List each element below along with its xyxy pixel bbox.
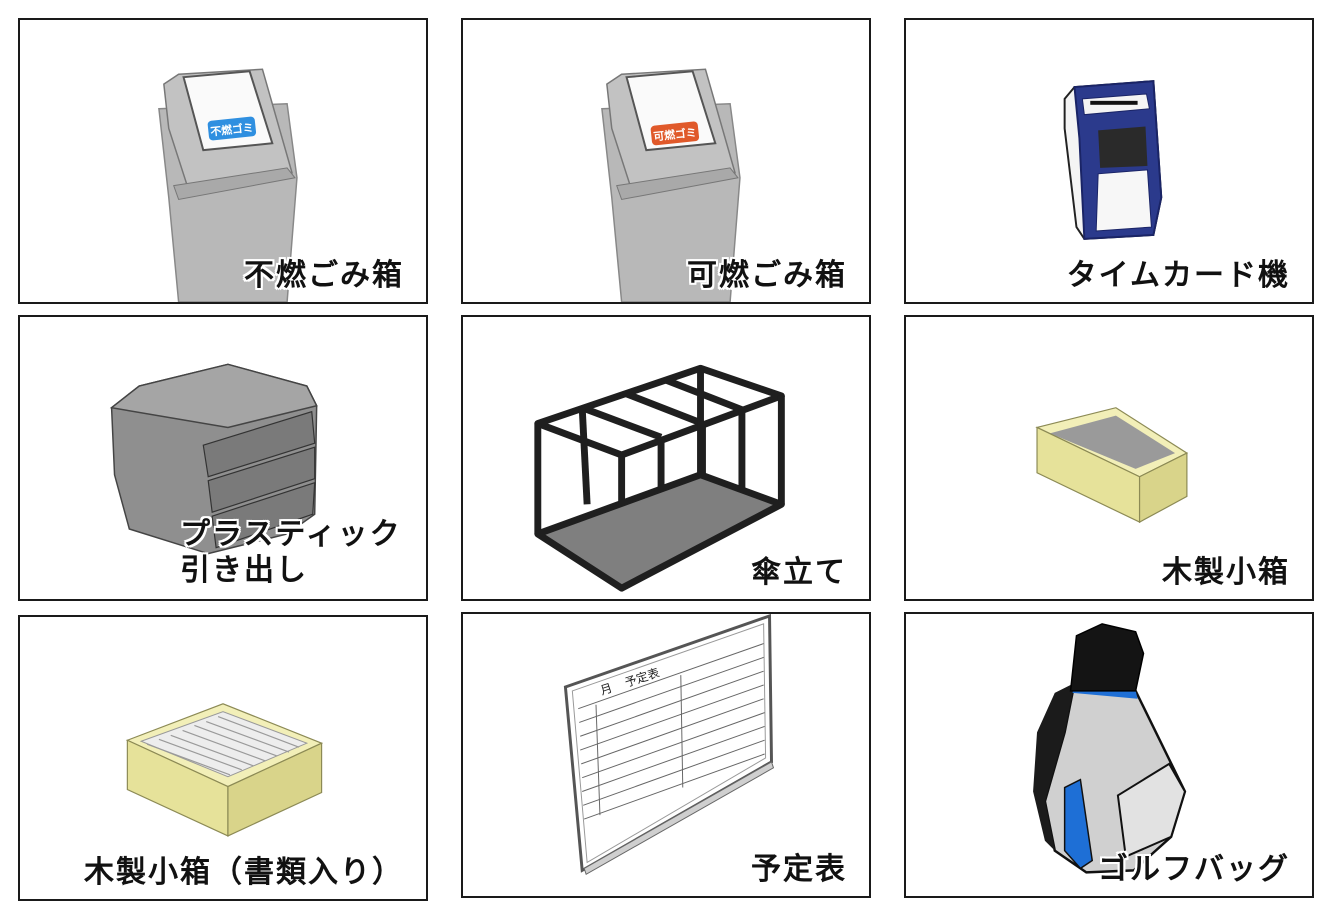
tile-burnable-trash: 可燃ゴミ 可燃ごみ箱 — [461, 18, 871, 304]
item-label-line1: プラスティック — [180, 517, 402, 552]
tile-schedule-board: 月 予定表 予定表 — [461, 612, 871, 898]
item-label-line2: 引き出し — [180, 553, 308, 588]
umbrella-stand-icon — [534, 364, 785, 592]
item-label: 傘立て — [751, 555, 847, 590]
sticker-text: 可燃ゴミ — [653, 125, 698, 143]
item-label: ゴルフバッグ — [1098, 852, 1290, 887]
document-box-icon — [125, 703, 324, 837]
item-label: 可燃ごみ箱 — [687, 258, 847, 293]
tile-plastic-drawer: プラスティック 引き出し — [18, 315, 428, 601]
tile-wooden-box-documents: 木製小箱（書類入り） — [18, 615, 428, 901]
item-label: タイムカード機 — [1066, 258, 1290, 293]
item-label: プラスティック 引き出し — [180, 517, 402, 589]
item-label: 不燃ごみ箱 — [244, 258, 404, 293]
item-label: 木製小箱 — [1162, 555, 1290, 590]
item-label: 予定表 — [751, 852, 847, 887]
tile-nonburnable-trash: 不燃ゴミ 不燃ごみ箱 — [18, 18, 428, 304]
tile-wooden-box: 木製小箱 — [904, 315, 1314, 601]
wooden-box-icon — [1035, 407, 1189, 524]
board-month: 月 — [599, 681, 615, 698]
timecard-machine-icon — [1063, 80, 1163, 240]
item-label: 木製小箱（書類入り） — [84, 855, 404, 890]
trash-can-icon: 可燃ゴミ — [601, 68, 741, 302]
sticker-text: 不燃ゴミ — [210, 120, 255, 138]
tile-timecard-machine: タイムカード機 — [904, 18, 1314, 304]
golf-bag-icon — [1033, 623, 1187, 874]
drawer-icon — [109, 363, 318, 555]
tile-umbrella-stand: 傘立て — [461, 315, 871, 601]
whiteboard-icon: 月 予定表 — [563, 614, 775, 876]
trash-can-icon: 不燃ゴミ — [158, 68, 298, 302]
tile-golf-bag: ゴルフバッグ — [904, 612, 1314, 898]
